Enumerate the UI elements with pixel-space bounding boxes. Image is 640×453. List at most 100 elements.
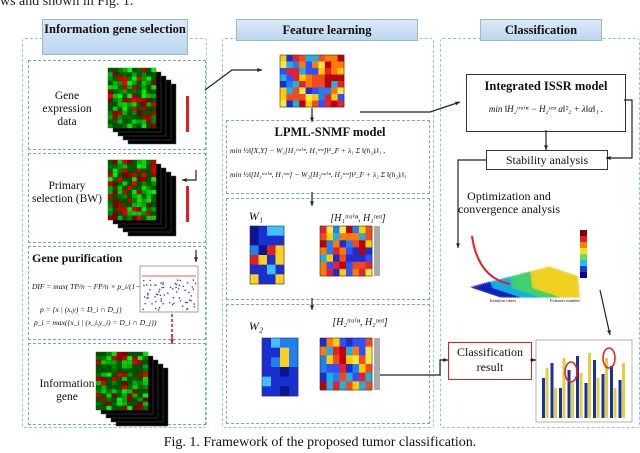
information-gene-heatmap-cell <box>111 356 117 361</box>
input-matrix-cell <box>337 81 345 88</box>
surface-strip <box>548 266 580 298</box>
gene-expression-heatmap-cell <box>141 80 147 86</box>
information-gene-heatmap-cell <box>116 401 122 406</box>
primary-selection-heatmap-cell <box>151 198 156 203</box>
gene-expression-heatmap-cell <box>132 72 137 77</box>
purification-plot-frame <box>139 265 199 313</box>
primary-selection-heatmap-cell <box>112 168 118 173</box>
lpml-box <box>226 120 430 194</box>
primary-selection-heatmap-cell <box>141 190 147 195</box>
h1-matrix-cell <box>359 254 366 263</box>
purification-point <box>188 299 191 301</box>
arrow-primary <box>182 170 197 181</box>
w1-matrix-cell <box>275 264 285 275</box>
primary-selection-heatmap-cell <box>108 160 113 165</box>
gene-expression-heatmap-cell <box>127 89 132 94</box>
input-matrix-cell <box>324 61 332 69</box>
primary-selection-heatmap-cell <box>146 211 152 216</box>
h1-stack-edge <box>374 226 380 276</box>
h1-matrix-cell <box>326 261 334 270</box>
primary-selection-heatmap-cell <box>136 215 142 220</box>
lpml-formula-2: min ½‖[H₁ᵗʳᵃⁱⁿ, H₁ᵗᵉˢᵗ] − W₂[H₂ᵗʳᵃⁱⁿ, H₂… <box>230 170 407 179</box>
input-matrix-cell <box>280 74 287 82</box>
result-bar-a <box>542 378 545 418</box>
purification-point <box>162 283 164 286</box>
h1-matrix-cell <box>352 261 360 270</box>
primary-selection-heatmap-cell <box>146 160 152 165</box>
gene-expression-heatmap-cell <box>117 85 123 90</box>
gene-expression-heatmap-cell <box>108 76 113 81</box>
result-bar-a <box>593 360 596 418</box>
h1-matrix-cell <box>320 240 327 248</box>
input-matrix-cell <box>331 100 338 108</box>
information-gene-heatmap-cell <box>142 364 148 369</box>
information-gene-heatmap-cell <box>101 356 107 361</box>
primary-selection-heatmap-cell <box>117 202 123 208</box>
gene-expression-heatmap-cell <box>122 102 128 107</box>
information-gene-heatmap-cell <box>111 397 117 402</box>
arrow-result-to-chart-head <box>531 358 536 362</box>
information-gene-heatmap-cell <box>127 360 133 365</box>
h2-matrix-cell <box>346 355 353 365</box>
h1-matrix-cell <box>320 261 327 270</box>
purification-point <box>179 300 182 302</box>
primary-selection-heatmap-cell <box>112 172 118 178</box>
input-matrix-cell <box>280 94 287 101</box>
h2-matrix-frame <box>319 337 373 391</box>
arrow-purify-head <box>194 257 198 262</box>
information-gene-heatmap-cell <box>106 393 112 398</box>
information-gene-heatmap-cell <box>137 352 143 357</box>
primary-selection-heatmap-cell <box>141 211 147 216</box>
primary-selection-heatmap-cell <box>141 207 147 212</box>
gene-expression-heatmap-cell <box>146 115 152 120</box>
classification-result-label: Classification result <box>457 345 523 374</box>
h2-matrix-cell <box>333 355 340 365</box>
information-gene-heatmap-cell <box>111 389 117 394</box>
h1-matrix-cell <box>333 240 340 248</box>
colorbar-cell <box>580 248 587 254</box>
gene-expression-heatmap-cell <box>151 98 156 103</box>
gene-expression-heatmap-cell <box>112 119 118 124</box>
h1-matrix-cell <box>320 233 327 241</box>
information-gene-heatmap-cell <box>127 381 133 386</box>
information-gene-heatmap-cell <box>106 405 112 410</box>
information-gene-heatmap-cell <box>142 372 148 377</box>
information-gene-heatmap-cell <box>101 389 107 394</box>
primary-selection-heatmap-cell <box>117 198 123 203</box>
primary-selection-heatmap-cell <box>151 185 156 190</box>
information-gene-heatmap-cell <box>101 376 107 381</box>
w1-matrix-cell <box>250 255 259 265</box>
input-matrix-cell <box>312 94 319 101</box>
h1-matrix-cell <box>339 261 347 270</box>
information-gene-heatmap-cell <box>132 360 138 365</box>
primary-selection-heatmap-cell <box>146 207 152 212</box>
info-gene-title: Information gene selection <box>44 22 186 36</box>
w1-matrix-cell <box>267 245 276 256</box>
input-matrix-cell <box>305 100 313 108</box>
top-cut-text: ws and shown in Fig. 1. <box>0 0 134 9</box>
gene-expression-heatmap-cell <box>141 123 147 128</box>
information-gene-heatmap-cell <box>142 381 148 386</box>
information-gene-heatmap-cell <box>101 401 107 406</box>
input-matrix-cell <box>299 68 306 75</box>
gene-expression-heatmap-cell <box>141 76 147 81</box>
primary-selection-heatmap-cell <box>112 164 118 169</box>
gene-expression-heatmap-cell <box>136 72 142 77</box>
primary-selection-heatmap-cell <box>136 160 142 165</box>
w2-matrix-cell <box>262 367 272 377</box>
gene-expression-heatmap-cell <box>151 76 156 81</box>
primary-selection-heatmap-cell <box>108 177 113 182</box>
input-matrix-cell <box>305 61 313 69</box>
purification-point <box>175 291 178 293</box>
feature-learning-title: Feature learning <box>282 23 372 37</box>
primary-selection-heatmap-cell <box>151 160 156 165</box>
information-gene-heatmap-cell <box>132 389 138 394</box>
h1-matrix-cell <box>333 233 340 241</box>
result-bar-a <box>550 363 554 418</box>
input-matrix-cell <box>318 94 326 101</box>
gene-expression-heatmap-cell <box>132 119 137 124</box>
input-matrix-cell <box>337 100 345 108</box>
primary-selection-heatmap-cell <box>141 181 147 186</box>
input-matrix-cell <box>324 94 332 101</box>
gene-expression-heatmap-cell <box>122 72 128 77</box>
